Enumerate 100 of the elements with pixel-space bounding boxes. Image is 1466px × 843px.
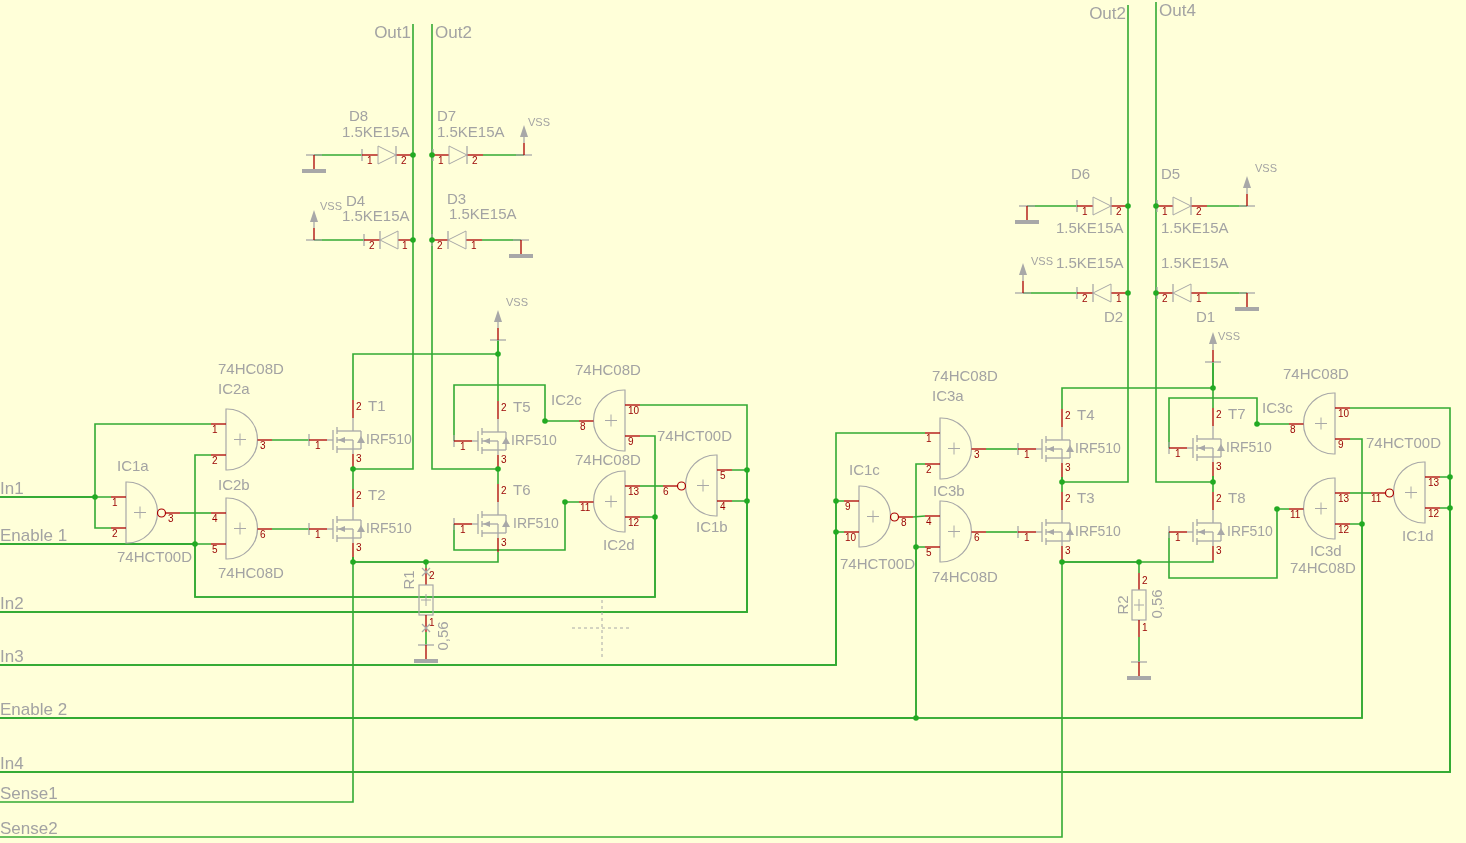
- pin-number: 2: [112, 529, 118, 539]
- wire: [0, 500, 748, 613]
- part-name: T8: [1228, 490, 1246, 505]
- part-value: 1.5KE15A: [1056, 255, 1124, 270]
- pin-number: 2: [1065, 494, 1071, 504]
- mosfet-symbol: [1168, 491, 1225, 561]
- wire: [0, 432, 926, 666]
- part-name: IC3b: [933, 483, 965, 498]
- wire: [1349, 492, 1372, 494]
- nand-gate-symbol: [662, 454, 733, 517]
- pin-number: 1: [1024, 533, 1030, 543]
- supply-symbol: [515, 125, 533, 156]
- pin-number: 1: [471, 241, 477, 251]
- part-value: IRF510: [513, 516, 559, 530]
- part-value: 74HC08D: [932, 368, 998, 383]
- pin-number: 4: [926, 517, 932, 527]
- pin-number: 1: [1116, 294, 1122, 304]
- pin-number: 10: [628, 406, 640, 416]
- part-name: D5: [1161, 166, 1181, 181]
- pin-number: 8: [580, 422, 586, 432]
- pin-number: 1: [438, 156, 444, 166]
- pin-number: 3: [260, 441, 266, 451]
- part-name: IC1c: [849, 462, 880, 477]
- supply-label: VSS: [1218, 331, 1240, 342]
- signal-label: Out1: [374, 24, 411, 41]
- part-name: D7: [437, 108, 457, 123]
- signal-label: Out2: [435, 24, 472, 41]
- part-name: IC2d: [603, 537, 635, 552]
- pin-number: 2: [356, 491, 362, 501]
- pin-number: 1: [315, 530, 321, 540]
- pin-number: 8: [1290, 425, 1296, 435]
- part-value: 74HCT00D: [657, 428, 733, 443]
- pin-number: 2: [429, 571, 435, 581]
- wire: [1138, 636, 1140, 663]
- signal-label: In4: [0, 755, 24, 772]
- pin-number: 3: [1216, 462, 1222, 472]
- ground-symbol: [1015, 205, 1039, 224]
- part-value: 1.5KE15A: [437, 124, 505, 139]
- supply-symbol: [1238, 176, 1256, 207]
- pin-number: 1: [1142, 623, 1148, 633]
- pin-number: 12: [1338, 525, 1350, 535]
- supply-symbol: [305, 210, 323, 241]
- part-value: 74HC08D: [932, 569, 998, 584]
- pin-number: 3: [1216, 546, 1222, 556]
- signal-label: Out4: [1159, 2, 1196, 19]
- pin-number: 6: [260, 530, 266, 540]
- signal-label: In2: [0, 595, 24, 612]
- and-gate-symbol: [924, 417, 987, 480]
- mosfet-symbol: [1017, 491, 1074, 561]
- wire: [639, 485, 664, 487]
- signal-label: Enable 2: [0, 701, 68, 718]
- part-value: IRF510: [511, 433, 557, 447]
- and-gate-symbol: [210, 408, 273, 471]
- resistor-symbol: [418, 567, 434, 633]
- pin-number: 3: [356, 543, 362, 553]
- signal-label: Enable 1: [0, 527, 68, 544]
- signal-label: Sense2: [0, 820, 58, 837]
- supply-label: VSS: [320, 201, 342, 212]
- part-value: 74HC08D: [218, 565, 284, 580]
- pin-number: 5: [212, 545, 218, 555]
- part-value: 74HCT00D: [840, 556, 916, 571]
- part-name: T5: [513, 399, 531, 414]
- part-value: 74HCT00D: [117, 549, 193, 564]
- wire: [425, 631, 427, 646]
- part-name: D1: [1196, 309, 1216, 324]
- pin-number: 2: [437, 241, 443, 251]
- pin-number: 2: [1216, 494, 1222, 504]
- part-value: IRF510: [1075, 524, 1121, 538]
- nand-gate-symbol: [843, 485, 914, 548]
- diode-symbol: [1156, 283, 1208, 303]
- part-name: IC3c: [1262, 400, 1293, 415]
- diode-symbol: [1156, 196, 1208, 216]
- part-name: T3: [1077, 490, 1095, 505]
- mosfet-symbol: [308, 399, 365, 469]
- part-name: T6: [513, 482, 531, 497]
- diode-symbol: [431, 230, 483, 250]
- part-name: D6: [1071, 166, 1091, 181]
- signal-label: In3: [0, 648, 24, 665]
- wire: [271, 439, 310, 441]
- pin-number: 6: [663, 487, 669, 497]
- part-name: IC2a: [218, 381, 250, 396]
- pin-number: 1: [112, 498, 118, 508]
- pin-number: 2: [926, 465, 932, 475]
- nand-gate-symbol: [1370, 461, 1441, 524]
- pin-number: 1: [429, 618, 435, 628]
- part-name: D3: [447, 191, 467, 206]
- part-name: T4: [1077, 407, 1095, 422]
- pin-number: 2: [369, 241, 375, 251]
- part-value: 74HC08D: [1283, 366, 1349, 381]
- part-name: D2: [1104, 309, 1124, 324]
- pin-number: 2: [472, 156, 478, 166]
- and-gate-symbol: [210, 497, 273, 560]
- wire: [1212, 361, 1214, 409]
- and-gate-symbol: [924, 500, 987, 563]
- wire: [497, 339, 499, 402]
- part-value: 1.5KE15A: [1056, 220, 1124, 235]
- wire: [0, 435, 656, 598]
- pin-number: 2: [501, 486, 507, 496]
- pin-number: 4: [212, 514, 218, 524]
- part-name: IC1d: [1402, 528, 1434, 543]
